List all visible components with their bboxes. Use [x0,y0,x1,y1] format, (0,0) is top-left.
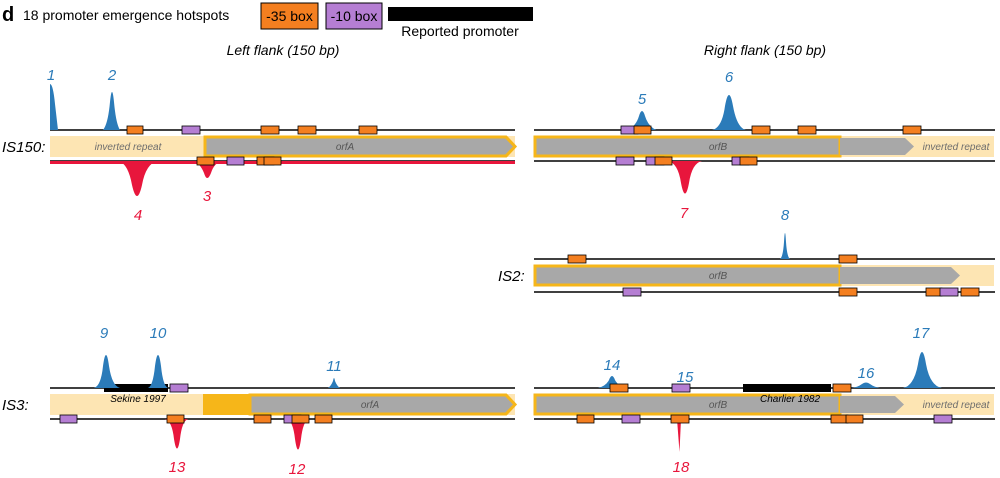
hotspot-14-label: 14 [604,357,621,374]
hotspot-17-peak [903,352,942,388]
hotspot-7-label: 7 [680,205,689,222]
hotspot-8-peak [780,233,790,259]
is3-sekine-promoter-label: Sekine 1997 [110,394,166,405]
is3-sekine-promoter-bar [104,384,168,392]
hotspot-9-label: 9 [100,325,109,342]
panel-letter: d [2,4,14,26]
is3-right-repeat-label: inverted repeat [923,400,991,411]
is150-label: IS150: [2,139,45,156]
hotspot-18-label: 18 [673,459,690,476]
is150-right-top-boxes [620,125,922,135]
is150-left-top-boxes [126,125,378,135]
hotspot-1-peak [50,84,58,130]
legend-reported-promoter-swatch [388,7,533,21]
hotspot-16-label: 16 [858,365,875,382]
is150-left-bottom-boxes [196,156,282,166]
is3-right-top-boxes [609,383,852,393]
hotspot-2-label: 2 [107,67,117,84]
hotspot-8-label: 8 [781,207,790,224]
is3-left-gene-start [203,394,253,415]
hotspot-9-peak [94,355,120,388]
hotspot-18-peak [677,419,681,452]
is150-orfb-gene-box [533,135,842,158]
is150-left-repeat-label: inverted repeat [95,142,163,153]
hotspot-17-label: 17 [913,325,930,342]
legend-reported-promoter-label: Reported promoter [401,23,519,39]
figure-title: 18 promoter emergence hotspots [23,7,229,23]
hotspot-6-peak [712,95,746,130]
hotspot-11-peak [328,378,340,388]
hotspot-12-label: 12 [289,461,306,478]
is2-orfb-gene-box [533,264,842,287]
is3-orfa-gene-arrow [248,393,518,416]
hotspot-12-peak [287,419,309,450]
hotspot-5-label: 5 [638,91,647,108]
hotspot-16-peak [852,382,880,388]
hotspot-1-label: 1 [47,67,55,84]
is150-right-repeat-label: inverted repeat [923,142,991,153]
is3-left-bottom-boxes [59,414,333,424]
legend-10-box-label: -10 box [331,8,378,24]
hotspot-7-peak [668,161,702,194]
hotspot-3-label: 3 [203,188,212,205]
is150-orfa-label: orfA [336,142,355,153]
is3-charlier-promoter-bar [743,384,831,392]
hotspot-11-label: 11 [326,358,342,375]
is3-charlier-promoter-label: Charlier 1982 [760,394,820,405]
is2-bottom-boxes [622,287,980,297]
right-flank-label: Right flank (150 bp) [704,42,826,58]
is3-left-top-boxes [169,383,189,393]
is3-orfb-gene-arrowhead [840,396,904,413]
hotspot-10-label: 10 [150,325,167,342]
is2-label: IS2: [498,268,525,285]
is3-label: IS3: [2,397,29,414]
is150-left-red-baseline [50,161,515,164]
legend-35-box-swatch [260,2,319,30]
hotspot-10-peak [148,355,168,388]
hotspot-4-label: 4 [134,207,142,224]
left-flank-label: Left flank (150 bp) [227,42,340,58]
is150-orfb-gene-arrowhead [840,138,914,155]
is2-top-boxes [567,254,858,264]
hotspot-13-peak [165,419,188,449]
is150-orfb-label: orfB [709,142,728,153]
legend-10-box-swatch [325,2,383,30]
is3-orfb-label: orfB [709,400,728,411]
hotspot-15-label: 15 [677,369,694,386]
is3-orfa-label: orfA [361,400,380,411]
hotspot-6-label: 6 [725,69,734,86]
is150-right-bottom-boxes [615,156,758,166]
hotspot-4-peak [118,161,158,196]
is2-orfb-gene-arrowhead [840,267,960,284]
legend-35-box-label: -35 box [266,8,313,24]
is3-right-bottom-boxes [576,414,953,424]
hotspot-13-label: 13 [169,459,186,476]
hotspot-5-peak [628,111,656,130]
is150-orfa-gene-arrow [203,135,518,158]
is2-orfb-label: orfB [709,271,728,282]
hotspot-2-peak [103,92,120,130]
